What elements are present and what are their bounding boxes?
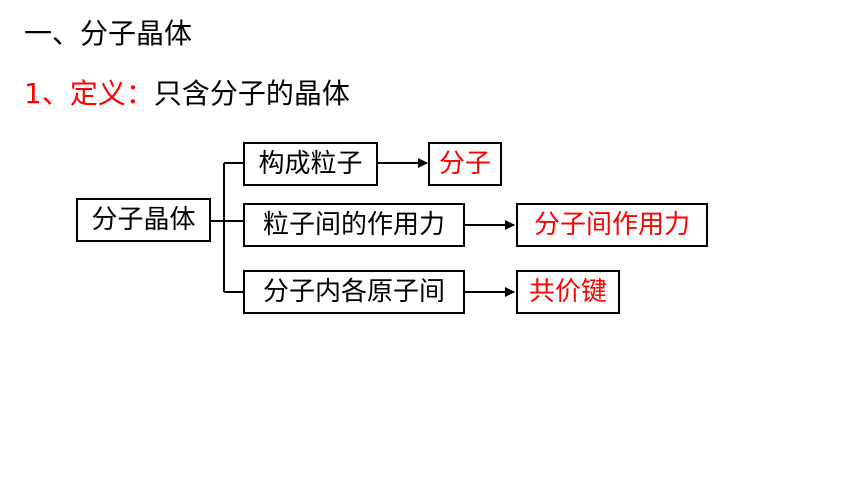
definition-line: 1、定义：只含分子的晶体 <box>24 72 350 112</box>
branch-box-1: 构成粒子 <box>243 142 378 186</box>
result-box-1: 分子 <box>428 142 502 186</box>
result-box-2: 分子间作用力 <box>516 203 708 247</box>
definition-text: 只含分子的晶体 <box>153 77 350 110</box>
branch-box-3: 分子内各原子间 <box>243 270 465 314</box>
result-box-3: 共价键 <box>516 270 620 314</box>
section-heading: 一、分子晶体 <box>24 17 193 50</box>
root-box: 分子晶体 <box>76 198 211 242</box>
definition-label: 1、定义： <box>24 77 154 110</box>
branch-box-2: 粒子间的作用力 <box>243 203 465 247</box>
